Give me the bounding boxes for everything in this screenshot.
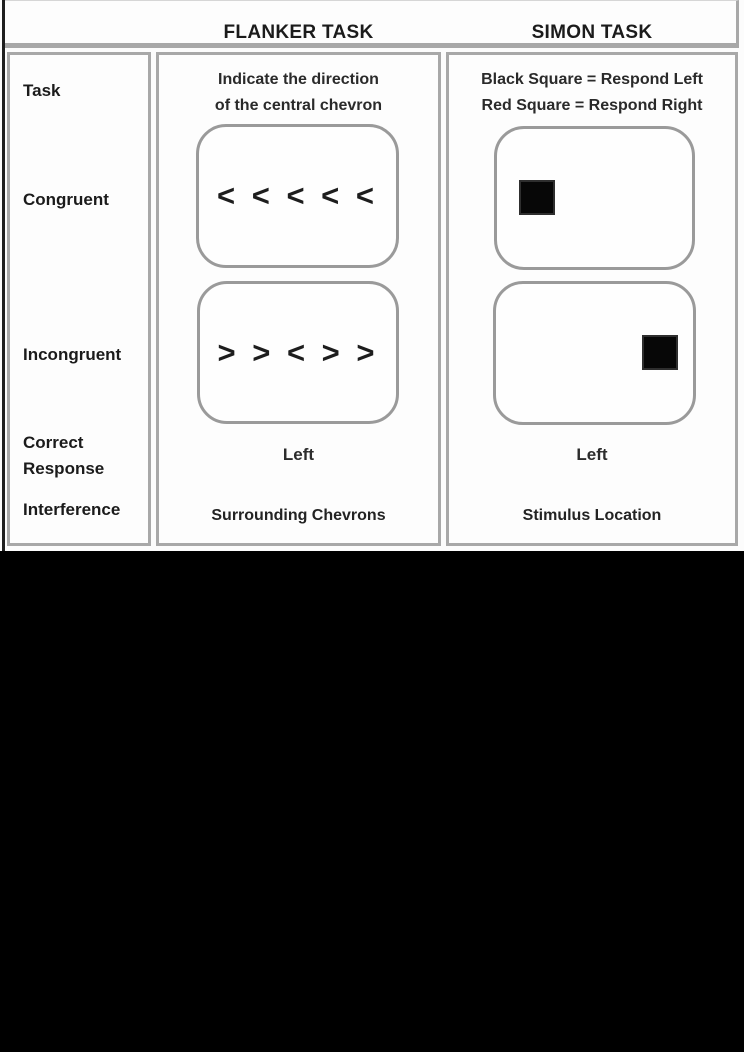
flanker-task-title: FLANKER TASK — [223, 22, 374, 43]
task-comparison-figure: FLANKER TASK SIMON TASK Task Congruent I… — [0, 0, 744, 551]
simon-incongruent-stimulus-box — [493, 281, 696, 425]
flanker-congruent-chevrons: < < < < < — [217, 178, 378, 213]
simon-task-description-line2: Red Square = Respond Right — [481, 97, 703, 114]
flanker-correct-response: Left — [282, 445, 315, 464]
row-label-incongruent: Incongruent — [23, 345, 122, 364]
black-square-left-icon — [519, 180, 555, 215]
figure-left-border — [2, 0, 5, 551]
flanker-task-description-line1: Indicate the direction — [218, 71, 379, 88]
row-label-interference: Interference — [23, 500, 121, 519]
simon-task-description-line1: Black Square = Respond Left — [481, 71, 703, 88]
flanker-incongruent-stimulus-box: > > < > > — [197, 281, 399, 424]
row-labels-panel: Task Congruent Incongruent Correct Respo… — [7, 52, 151, 546]
flanker-incongruent-chevrons: > > < > > — [217, 334, 379, 370]
flanker-task-panel: Indicate the direction of the central ch… — [156, 52, 441, 546]
simon-task-title: SIMON TASK — [531, 22, 653, 43]
simon-correct-response: Left — [576, 445, 608, 464]
simon-congruent-stimulus-box — [494, 126, 695, 270]
black-square-right-icon — [642, 335, 678, 370]
simon-interference: Stimulus Location — [522, 507, 662, 524]
row-label-task: Task — [23, 81, 61, 100]
flanker-congruent-stimulus-box: < < < < < — [196, 124, 399, 268]
flanker-task-description: Indicate the direction of the central ch… — [159, 67, 438, 119]
simon-task-panel: Black Square = Respond Left Red Square =… — [446, 52, 738, 546]
flanker-interference: Surrounding Chevrons — [211, 507, 386, 524]
header-row: FLANKER TASK SIMON TASK — [5, 0, 739, 48]
row-label-congruent: Congruent — [23, 190, 109, 209]
flanker-task-description-line2: of the central chevron — [214, 97, 383, 114]
black-background-region — [0, 551, 744, 1052]
simon-task-description: Black Square = Respond Left Red Square =… — [449, 67, 735, 119]
row-label-correct-response: Correct Response — [23, 433, 105, 478]
